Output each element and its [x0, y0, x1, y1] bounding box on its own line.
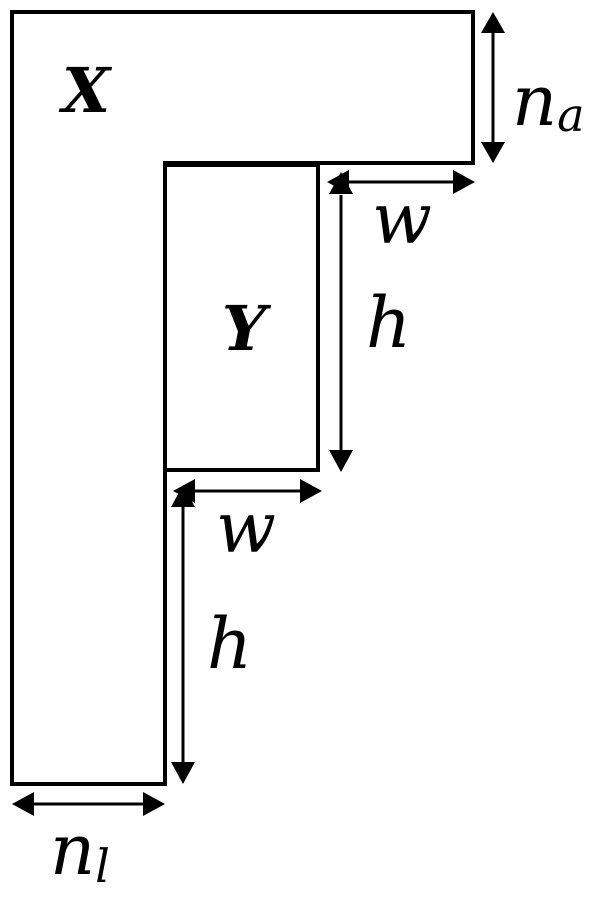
n-a-label: na [512, 60, 585, 142]
h-top-label: h [366, 282, 411, 364]
h-top-dimension-arrow [329, 172, 353, 472]
block-y [165, 163, 320, 472]
w-top-label: w [372, 178, 432, 260]
n-l-label: nl [50, 809, 110, 893]
h-bottom-dimension-arrow [171, 485, 195, 784]
n-a-dimension-arrow [481, 12, 505, 163]
block-x-label: X [58, 54, 113, 127]
w-bottom-label: w [216, 487, 276, 569]
n-l-dimension-arrow [12, 792, 165, 816]
block-y-label: Y [222, 292, 272, 365]
h-bottom-label: h [207, 603, 252, 685]
